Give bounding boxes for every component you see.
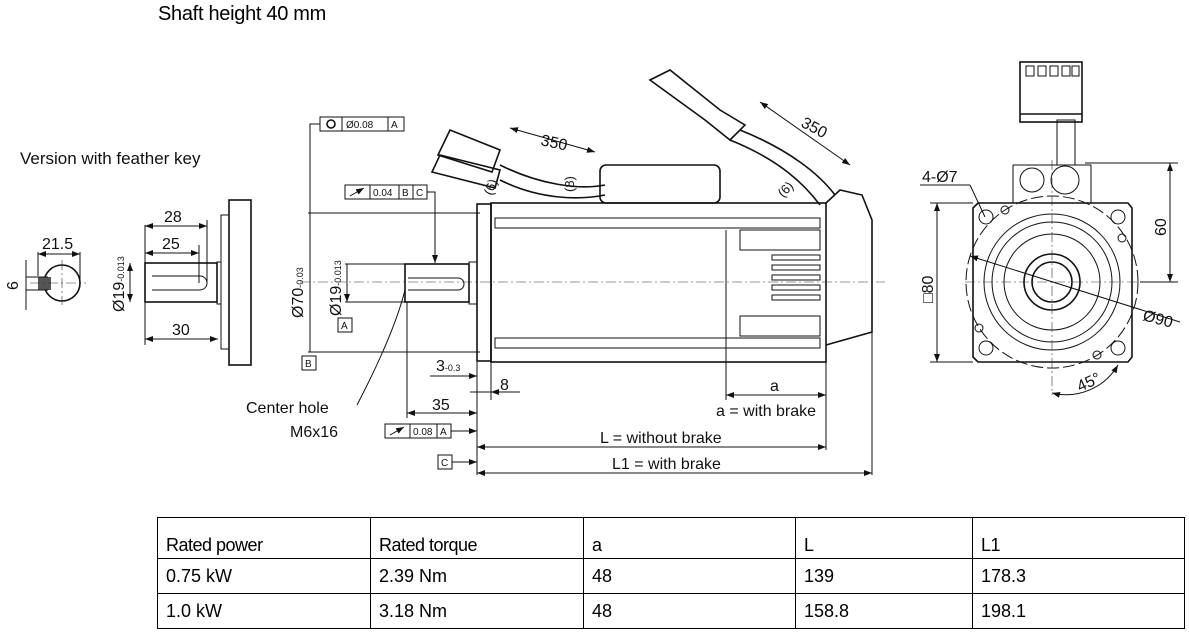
cell-L: 139 (795, 558, 973, 594)
header-rated-torque: Rated torque (370, 517, 584, 559)
cell-L1: 198.1 (972, 593, 1185, 629)
datum-c: C (441, 458, 448, 469)
bend-radius-1: (6) (481, 177, 501, 197)
cell-rated-torque: 3.18 Nm (370, 593, 584, 629)
cable-length-1: 350 (539, 132, 569, 154)
square-flange-dim: □80 (920, 275, 937, 303)
cell-a: 48 (583, 593, 796, 629)
fcf-runout-1-value: 0.04 (373, 188, 393, 199)
dim-25: 25 (162, 236, 180, 253)
fcf-runout-1-datum-b: B (402, 188, 409, 199)
cell-L: 158.8 (795, 593, 973, 629)
dim-28: 28 (164, 209, 182, 226)
header-L: L (795, 517, 973, 559)
fcf-runout-2-datum: A (440, 427, 447, 438)
bend-radius-2: (8) (562, 176, 577, 192)
height-60-dim: 60 (1153, 218, 1170, 236)
motor-front-view: 4-Ø7 □80 60 Ø90 45° (920, 61, 1181, 398)
shaft-diameter: Ø19-0.013 (328, 260, 345, 316)
cell-a: 48 (583, 558, 796, 594)
datum-b: B (305, 359, 312, 370)
cable-length-2: 350 (798, 115, 830, 143)
key-cross-section: 21.5 6 (5, 236, 86, 310)
dim-30: 30 (172, 322, 190, 339)
center-hole-label: Center hole (246, 400, 329, 417)
dim-3: 3-0.3 (436, 358, 460, 375)
angle-45-dim: 45° (1075, 370, 1104, 396)
flange-diameter: Ø70-0.03 (290, 267, 307, 318)
dim-a: a (770, 378, 779, 395)
page-title: Shaft height 40 mm (158, 3, 327, 25)
table-header-row: Rated power Rated torque a L L1 (157, 517, 1185, 559)
datum-a: A (341, 321, 348, 332)
bend-radius-3: (6) (775, 178, 797, 200)
L1-with-brake-label: L1 = with brake (612, 456, 721, 473)
cell-rated-torque: 2.39 Nm (370, 558, 584, 594)
table-row: 1.0 kW 3.18 Nm 48 158.8 198.1 (157, 593, 1185, 629)
dim-8: 8 (500, 377, 509, 394)
fcf-runout-1-datum-c: C (416, 188, 423, 199)
fcf-concentricity-value: Ø0.08 (346, 120, 374, 131)
pcd-dim: Ø90 (1141, 307, 1175, 331)
motor-dimension-drawing: Version with feather key 21.5 6 28 25 30… (5, 61, 1181, 476)
mounting-holes-label: 4-Ø7 (922, 169, 958, 186)
feather-key-label: Version with feather key (20, 149, 201, 168)
dim-35: 35 (432, 397, 450, 414)
fcf-concentricity-datum: A (391, 120, 398, 131)
a-with-brake-label: a = with brake (716, 403, 816, 420)
key-height-dim: 6 (5, 281, 22, 290)
dimension-table: Rated power Rated torque a L L1 0.75 kW … (157, 517, 1185, 629)
motor-side-view: Ø0.08 A 0.04 B C B Ø70-0.03 A Ø19-0.013 (246, 69, 885, 476)
key-shaft-view: 28 25 30 Ø19-0.013 (111, 199, 252, 366)
cell-rated-power: 0.75 kW (157, 558, 371, 594)
L-without-brake-label: L = without brake (600, 430, 722, 447)
cell-L1: 178.3 (972, 558, 1185, 594)
table-row: 0.75 kW 2.39 Nm 48 139 178.3 (157, 558, 1185, 594)
header-a: a (583, 517, 796, 559)
center-hole-thread: M6x16 (290, 424, 338, 441)
key-width-dim: 21.5 (42, 236, 73, 253)
cell-rated-power: 1.0 kW (157, 593, 371, 629)
fcf-runout-2-value: 0.08 (413, 427, 433, 438)
header-rated-power: Rated power (157, 517, 371, 559)
key-shaft-diameter: Ø19-0.013 (111, 256, 128, 312)
header-L1: L1 (972, 517, 1185, 559)
